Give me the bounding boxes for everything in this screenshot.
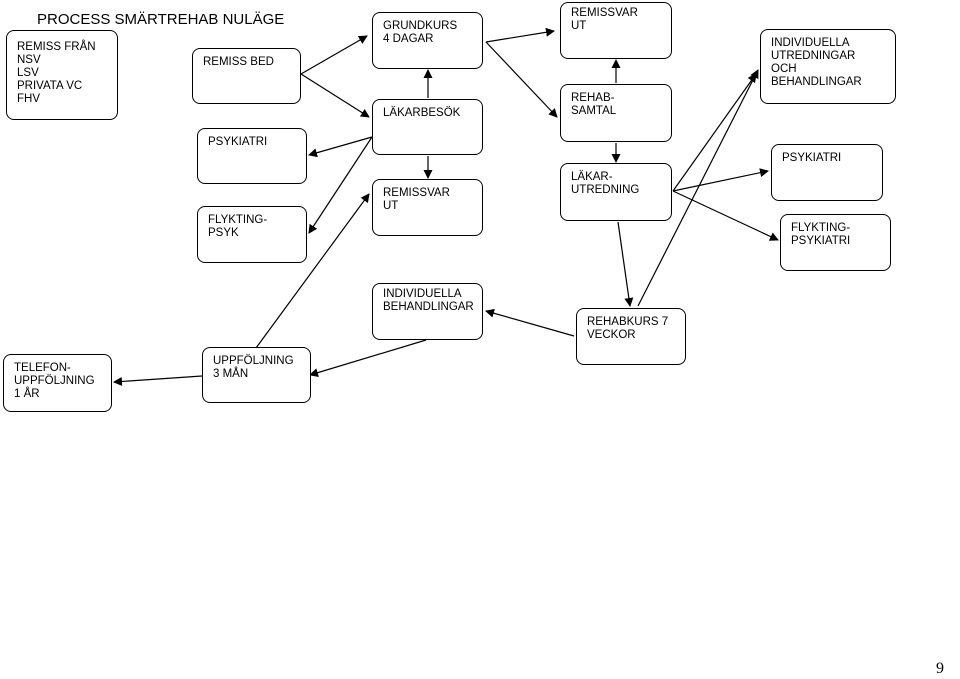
arrow-remissbed-to-lakarbesok	[300, 73, 370, 118]
box-rehab-samtal: REHAB- SAMTAL	[560, 84, 672, 142]
box-psykiatri-left: PSYKIATRI	[197, 128, 307, 184]
box-uppfoljning-3man: UPPFÖLJNING 3 MÅN	[202, 347, 311, 403]
arrow-lakarutredning-to-rehabkurs	[617, 221, 634, 307]
box-remiss-bed: REMISS BED	[192, 48, 301, 104]
arrow-remissbed-to-grundkurs	[300, 35, 368, 75]
page-number: 9	[936, 660, 944, 677]
box-flykting-psykiatri: FLYKTING- PSYKIATRI	[780, 214, 891, 271]
box-psykiatri-right: PSYKIATRI	[771, 144, 883, 201]
arrow-lakarutredning-to-psykiatri	[672, 168, 769, 192]
arrow-lakarbesok-to-psykiatri	[308, 136, 373, 158]
box-rehabkurs: REHABKURS 7 VECKOR	[576, 308, 686, 365]
arrow-rehabkurs-to-individuella	[637, 69, 759, 307]
arrow-grundkurs-to-remissvar-top	[485, 27, 555, 43]
arrow-lakarutredning-to-flyktingpsykiatri	[672, 190, 779, 241]
arrow-uppfoljning-to-telefon	[113, 375, 203, 386]
box-remissvar-ut-mid: REMISSVAR UT	[372, 179, 483, 236]
box-flykting-psyk: FLYKTING- PSYK	[197, 206, 307, 263]
box-lakarbesok: LÄKARBESÖK	[372, 99, 483, 155]
box-grundkurs: GRUNDKURS 4 DAGAR	[372, 12, 483, 69]
arrow-grundkurs-to-rehabsamtal	[485, 41, 558, 118]
arrow-indiv-behandlingar-to-uppfoljning	[309, 339, 427, 377]
box-lakar-utredning: LÄKAR- UTREDNING	[560, 163, 672, 221]
box-remissvar-ut-top: REMISSVAR UT	[560, 2, 672, 59]
arrow-lakarutredning-to-individuella	[672, 73, 757, 192]
arrow-rehabkurs-to-indiv-behandlingar	[485, 308, 575, 337]
box-individuella-utredningar: INDIVIDUELLA UTREDNINGAR OCH BEHANDLINGA…	[760, 29, 896, 104]
arrow-uppfoljning-to-remissvar-mid	[255, 193, 370, 349]
diagram-title: PROCESS SMÄRTREHAB NULÄGE	[37, 11, 285, 28]
box-telefon-uppfoljning: TELEFON- UPPFÖLJNING 1 ÅR	[3, 354, 112, 412]
arrow-lakarbesok-to-flyktingpsyk	[308, 136, 373, 234]
box-remiss-fran: REMISS FRÅN NSV LSV PRIVATA VC FHV	[6, 30, 118, 120]
box-individuella-behandlingar: INDIVIDUELLA BEHANDLINGAR	[372, 283, 483, 340]
